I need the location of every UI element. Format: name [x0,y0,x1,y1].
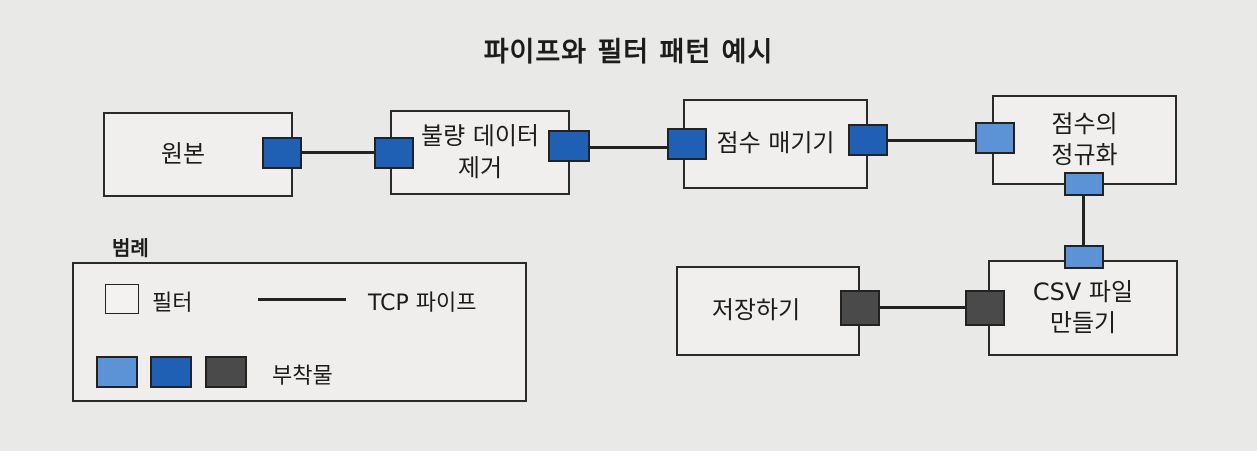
legend-filter-label: 필터 [152,291,193,316]
legend-attachment-swatch-gray [205,356,247,388]
pipe-remove-to-score [589,146,669,149]
pipe-source-to-remove [300,151,376,154]
pipe-score-to-normalize [887,139,975,142]
filter-remove-bad-data: 불량 데이터 제거 [390,110,570,195]
port-csv-in [1064,245,1104,269]
legend-pipe-label: TCP 파이프 [368,291,477,316]
filter-source: 원본 [103,112,293,197]
port-remove-in [374,137,414,169]
legend-attachment-label: 부착물 [272,364,333,389]
pipe-csv-to-save [880,306,965,309]
port-normalize-in [975,122,1015,154]
legend-attachment-swatch-dark [150,356,192,388]
port-source-out [262,137,302,169]
port-remove-out [548,130,590,162]
legend-box [72,262,527,402]
legend-attachment-swatch-light [96,356,138,388]
port-csv-out [965,290,1005,326]
legend-title: 범례 [112,236,149,260]
port-normalize-out [1064,172,1104,196]
filter-save: 저장하기 [676,266,860,356]
diagram-title: 파이프와 필터 패턴 예시 [483,37,774,68]
filter-score: 점수 매기기 [683,99,868,189]
port-score-out [848,124,888,156]
filter-make-csv: CSV 파일 만들기 [988,260,1178,356]
port-save-in [840,290,880,326]
pipe-normalize-to-csv [1082,195,1085,247]
legend-filter-swatch [105,284,139,314]
legend-pipe-swatch [258,298,346,301]
port-score-in [667,128,707,160]
